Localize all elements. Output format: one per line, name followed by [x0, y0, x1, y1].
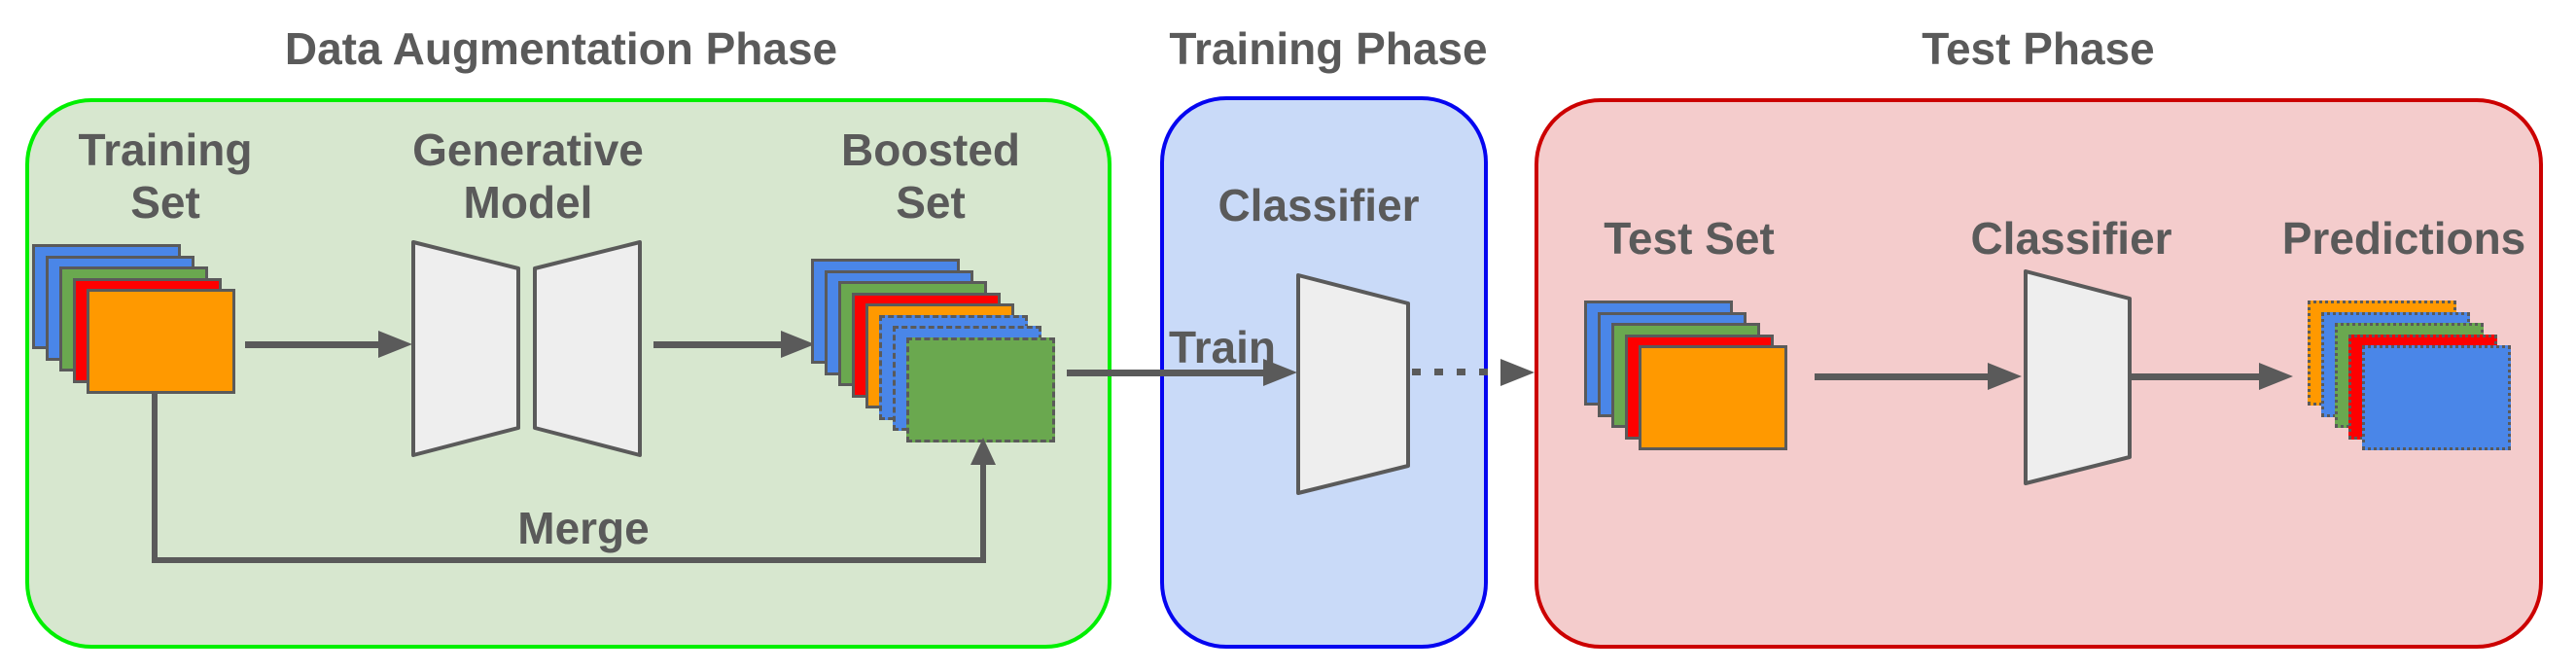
classifier-to-predictions-arrow-shaft [2132, 373, 2260, 380]
model-to-boostedset-arrow-head [781, 331, 815, 358]
classifier-to-test-dotted-shaft [1412, 369, 1501, 375]
generative-model-label: Generative Model [412, 124, 644, 228]
train-label: Train [1169, 322, 1276, 372]
merge-path-bottom-segment [152, 557, 986, 563]
testset-to-classifier-arrow-head [1988, 363, 2022, 390]
training-phase-title: Training Phase [1169, 23, 1488, 74]
training-set-label: Training Set [78, 124, 253, 228]
test-set-stack-image-5 [1639, 345, 1787, 450]
predictions-label: Predictions [2281, 213, 2526, 264]
generative-model-decoder-shape [533, 240, 642, 457]
classifier-to-predictions-arrow-head [2259, 363, 2293, 390]
generative-model-encoder-shape [411, 240, 520, 457]
training-classifier-label: Classifier [1217, 180, 1420, 230]
test-set-label: Test Set [1604, 213, 1775, 264]
trainingset-to-model-arrow-head [378, 331, 412, 358]
train-arrow-shaft [1067, 370, 1266, 376]
training-set-stack-image-5 [87, 289, 235, 394]
predictions-stack-image-5 [2362, 345, 2511, 450]
testset-to-classifier-arrow-shaft [1815, 373, 1990, 380]
merge-label: Merge [517, 503, 650, 553]
augmentation-phase-title: Data Augmentation Phase [284, 23, 838, 74]
test-classifier-label: Classifier [1970, 213, 2172, 264]
boosted-set-label: Boosted Set [841, 124, 1020, 228]
merge-path-right-segment [980, 463, 986, 560]
model-to-boostedset-arrow-shaft [653, 341, 784, 348]
trainingset-to-model-arrow-shaft [245, 341, 381, 348]
training-classifier-shape [1296, 273, 1410, 495]
boosted-set-stack-image-8 [906, 336, 1055, 442]
test-phase-title: Test Phase [1922, 23, 2155, 74]
merge-arrow-head [970, 438, 996, 465]
test-classifier-shape [2024, 269, 2132, 485]
classifier-to-test-arrow-head [1500, 359, 1535, 386]
train-arrow-head [1263, 359, 1297, 386]
merge-path-left-segment [152, 393, 158, 562]
